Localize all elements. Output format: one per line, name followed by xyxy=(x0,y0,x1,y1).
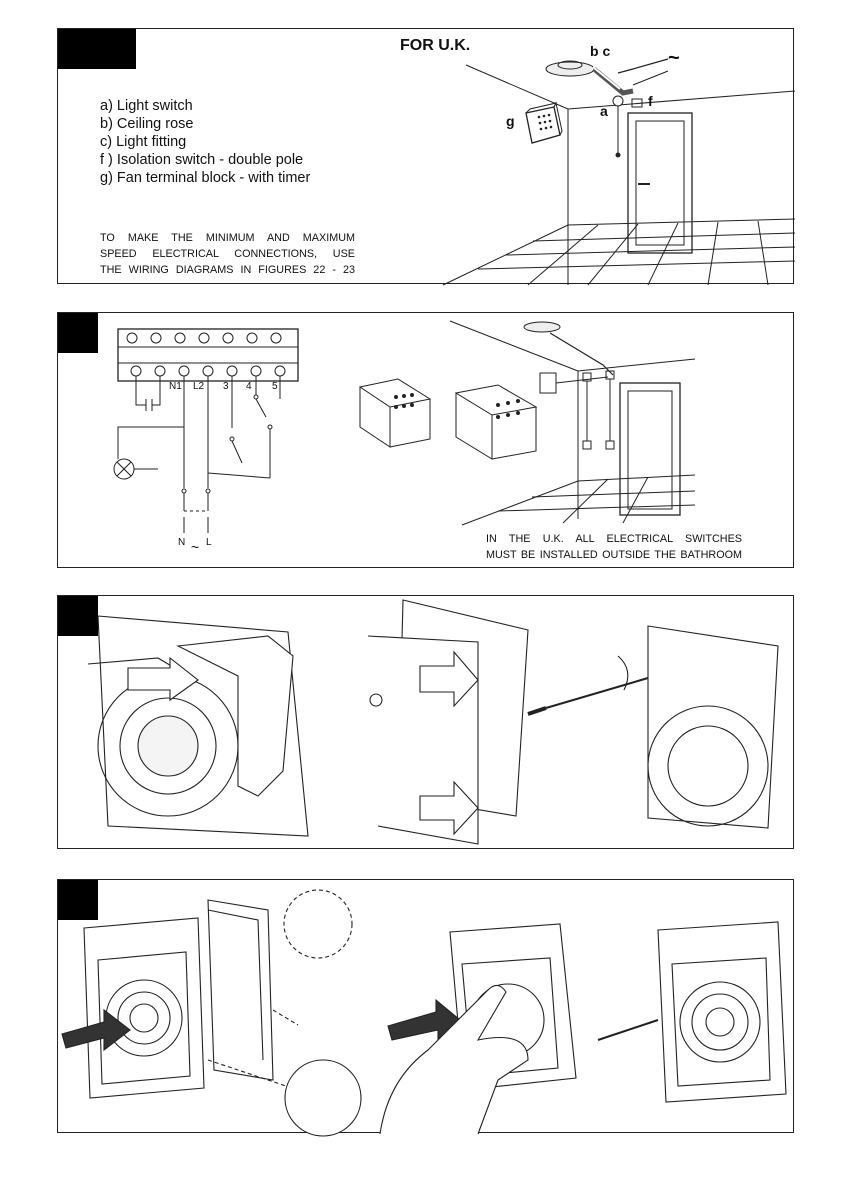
label-f: f xyxy=(648,93,653,109)
legend-item-f: f ) Isolation switch - double pole xyxy=(100,152,304,168)
panel-grille-fitting xyxy=(57,879,794,1137)
label-g: g xyxy=(506,113,515,129)
terminal-block-schematic xyxy=(113,328,299,533)
legend-item-g: g) Fan terminal block - with timer xyxy=(100,170,311,186)
panel-wiring-diagram: N1 L2 3 4 5 N ~ L xyxy=(57,312,794,568)
uk-safety-note: IN THE U.K. ALL ELECTRICAL SWITCHES MUST… xyxy=(486,533,742,561)
room-wiring-illustration xyxy=(358,320,696,526)
figure-number-tab xyxy=(58,313,98,353)
terminal-label-l2: L2 xyxy=(193,381,205,392)
panel-title: FOR U.K. xyxy=(400,37,471,54)
component-legend: a) Light switch b) Ceiling rose c) Light… xyxy=(100,97,310,187)
label-tilde: ~ xyxy=(668,47,680,69)
legend-item-a: a) Light switch xyxy=(100,98,193,114)
supply-label-n: N xyxy=(178,537,186,548)
room-illustration xyxy=(442,58,796,286)
figure-number-tab xyxy=(58,29,136,69)
label-bc: b c xyxy=(590,43,611,59)
terminal-label-n1: N1 xyxy=(169,381,182,392)
legend-item-b: b) Ceiling rose xyxy=(100,116,194,132)
supply-label-tilde: ~ xyxy=(191,539,200,555)
panel-uk-installation: FOR U.K. a) Light switch b) Ceiling rose… xyxy=(57,28,796,286)
figure-number-tab xyxy=(58,880,98,920)
cover-removal-illustration xyxy=(87,599,779,845)
wiring-note: TO MAKE THE MINIMUM AND MAXIMUM SPEED EL… xyxy=(100,232,355,276)
terminal-label-5: 5 xyxy=(272,381,278,392)
label-a: a xyxy=(600,103,608,119)
figure-number-tab xyxy=(58,596,98,636)
terminal-label-4: 4 xyxy=(246,381,252,392)
panel-cover-removal xyxy=(57,595,794,849)
supply-label-l: L xyxy=(206,537,212,548)
legend-item-c: c) Light fitting xyxy=(100,134,187,150)
grille-fitting-illustration xyxy=(61,889,787,1137)
terminal-label-3: 3 xyxy=(223,381,229,392)
